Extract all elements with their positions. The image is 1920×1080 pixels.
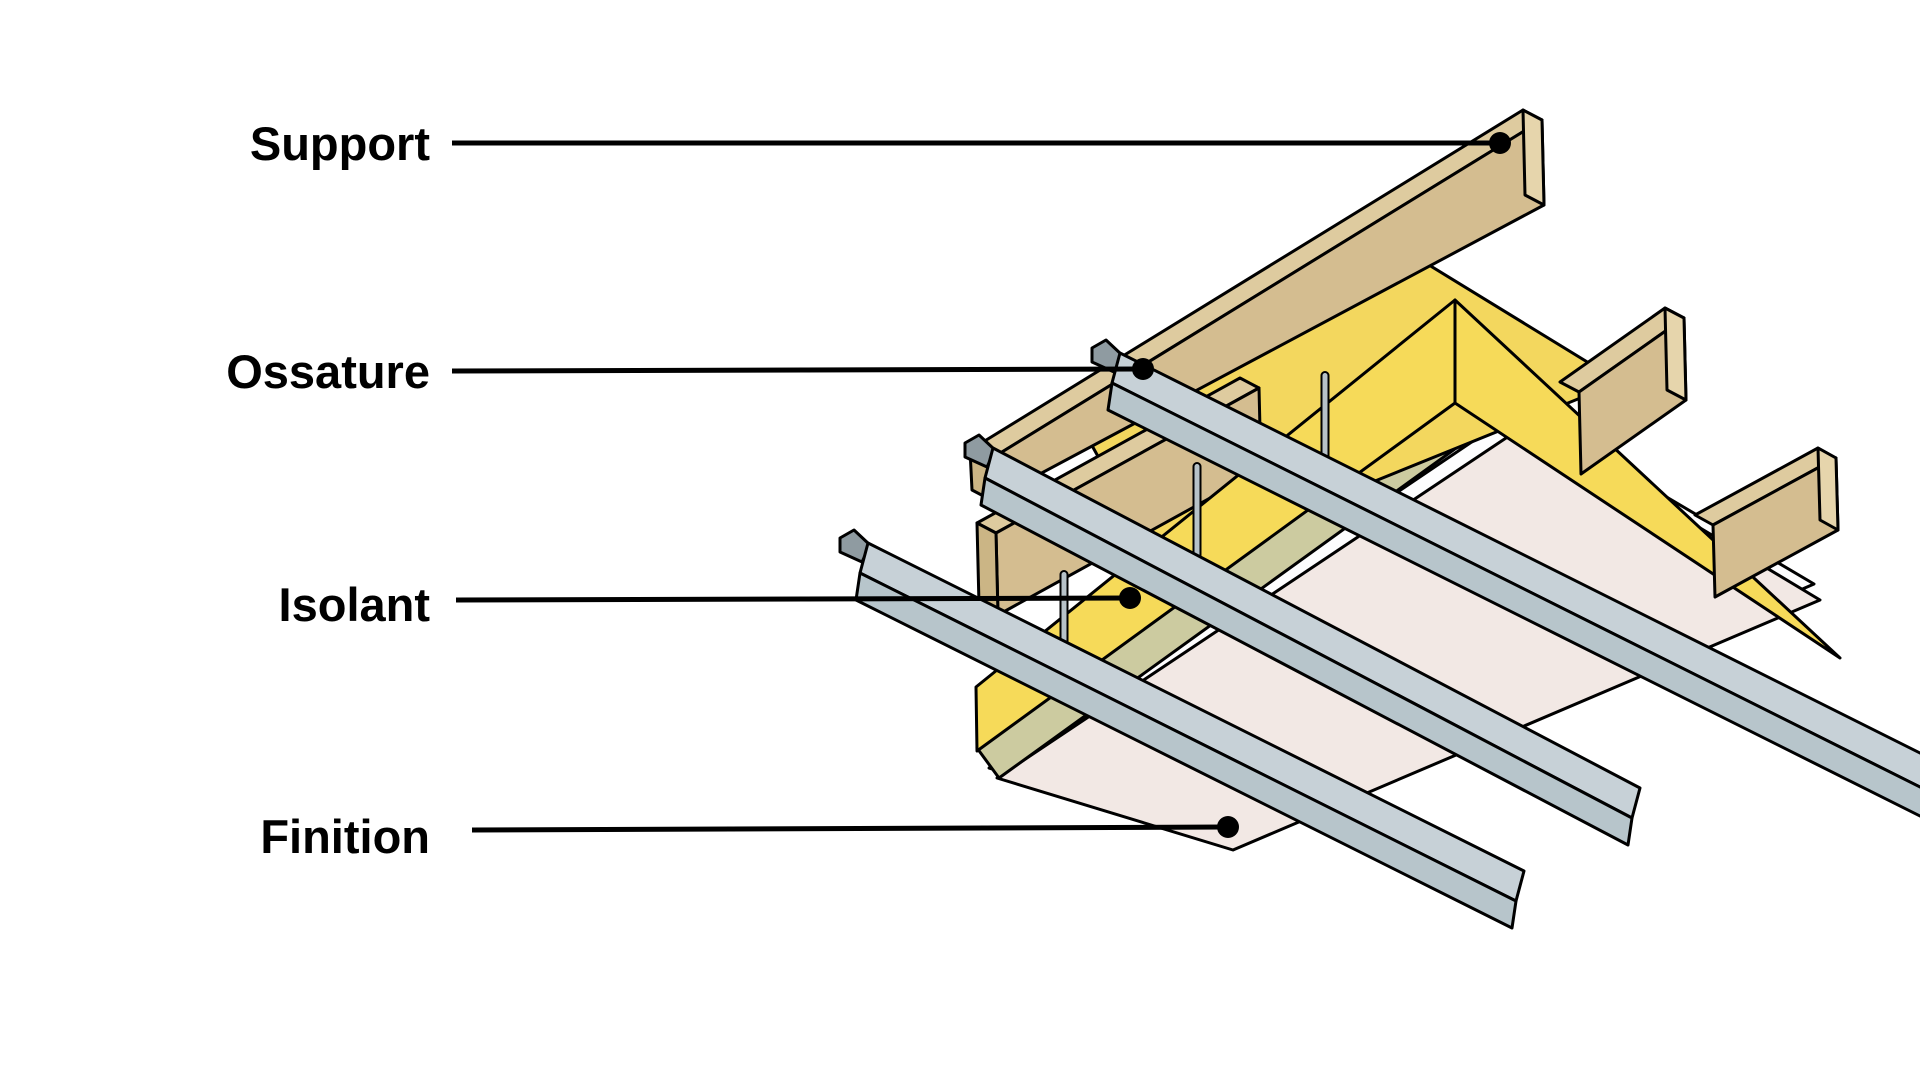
leader-dot-ossature	[1132, 358, 1154, 380]
leader-dot-support	[1489, 132, 1511, 154]
leader-line-finition	[471, 824, 1226, 833]
leader-dot-isolant	[1119, 587, 1141, 609]
label-ossature: Ossature	[226, 345, 430, 398]
label-isolant: Isolant	[279, 578, 431, 631]
label-support: Support	[250, 117, 430, 170]
channel3-side-face	[854, 571, 1518, 930]
hanger-rod-3	[1320, 371, 1330, 466]
channel2-side-face	[979, 476, 1634, 847]
leader-line-ossature	[451, 366, 1141, 374]
leader-line-isolant	[455, 595, 1128, 603]
channel1-side-face	[1106, 381, 1920, 818]
leader-dot-finition	[1217, 816, 1239, 838]
beam1-ne-end-face	[1521, 108, 1546, 207]
label-finition: Finition	[260, 810, 430, 863]
beam3-ne-end-face	[1816, 446, 1840, 532]
hanger-rod-1	[1192, 462, 1202, 561]
beam2-ne-end-face	[1663, 306, 1688, 402]
channel1-top-face	[1110, 351, 1920, 789]
